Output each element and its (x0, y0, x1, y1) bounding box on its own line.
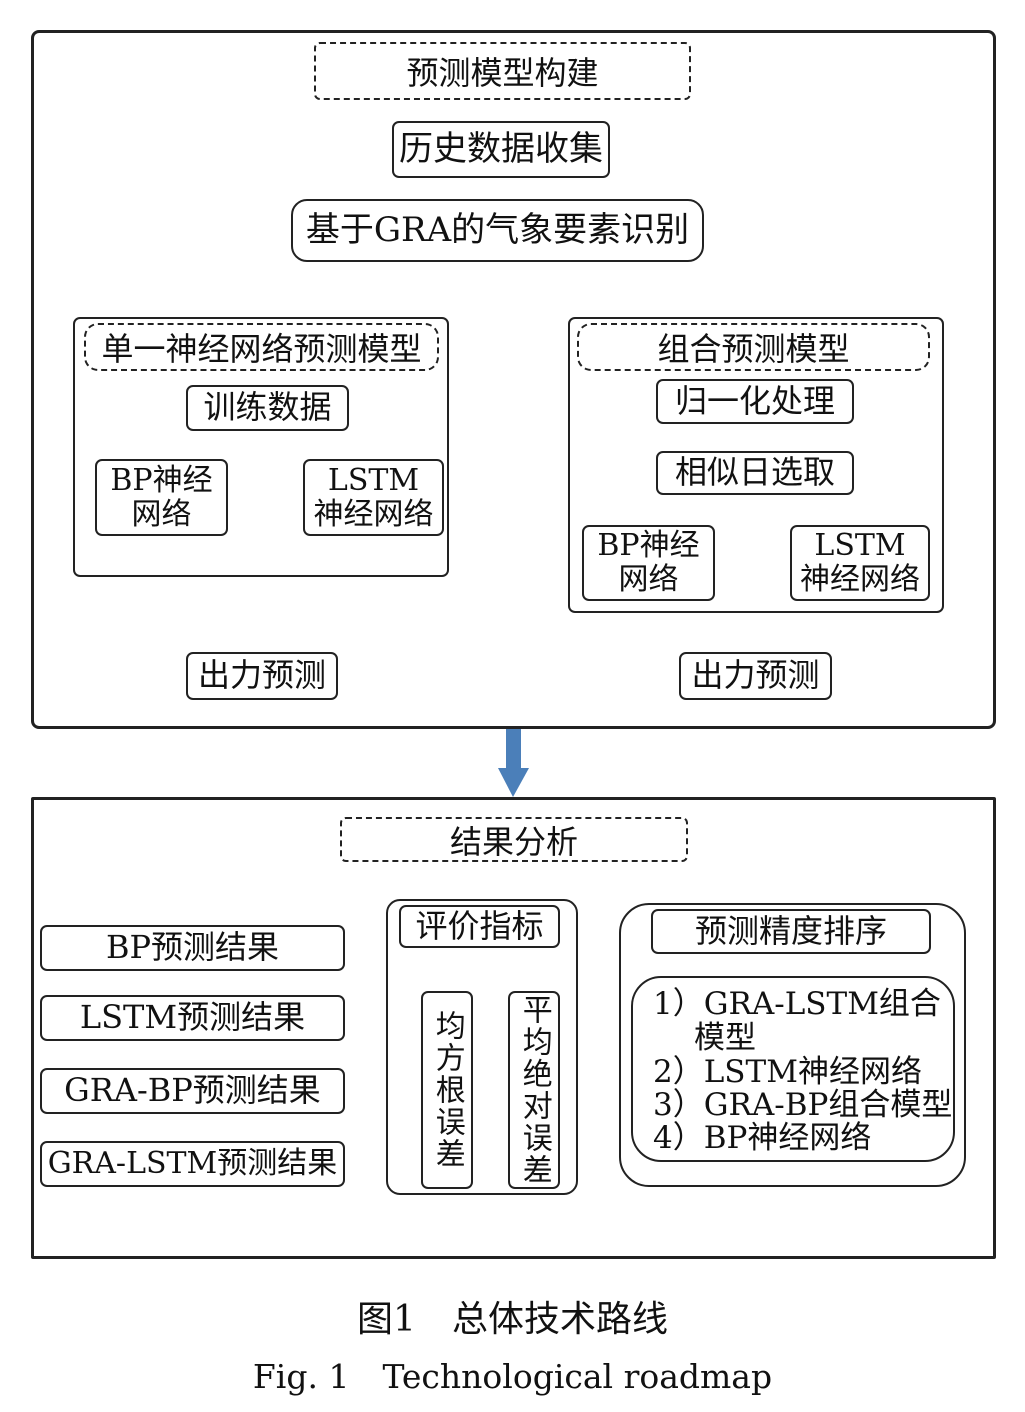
lstm-network-single-box: LSTM 神经网络 (303, 459, 444, 536)
ranking-item-1: 1）GRA-LSTM组合 (653, 986, 941, 1022)
combo-output-box: 出力预测 (679, 652, 832, 700)
history-data-box: 历史数据收集 (392, 121, 610, 178)
similar-day-box: 相似日选取 (656, 451, 854, 495)
bottom-section-title: 结果分析 (340, 817, 688, 862)
rmse-label: 均方根误差 (429, 1010, 465, 1170)
mae-box: 平均绝对误差 (508, 991, 560, 1189)
rmse-box: 均方根误差 (421, 991, 473, 1189)
ranking-title: 预测精度排序 (651, 909, 931, 954)
metrics-title: 评价指标 (399, 905, 560, 948)
lstm-single-line1: LSTM (327, 462, 420, 498)
lstm-combo-line2: 神经网络 (800, 562, 920, 597)
ranking-item-1-cont: 模型 (694, 1020, 756, 1056)
training-data-box: 训练数据 (186, 385, 349, 431)
ranking-item-4: 4）BP神经网络 (653, 1120, 872, 1156)
ranking-item-2: 2）LSTM神经网络 (653, 1054, 922, 1090)
top-section-title: 预测模型构建 (314, 42, 691, 100)
thick-arrow-sections-head (498, 768, 529, 797)
figure-caption-en: Fig. 1 Technological roadmap (252, 1357, 773, 1396)
result-box-lstm: LSTM预测结果 (40, 995, 345, 1041)
result-box-bp: BP预测结果 (40, 925, 345, 971)
normalization-box: 归一化处理 (656, 379, 854, 424)
figure-caption-cn: 图1 总体技术路线 (357, 1299, 668, 1340)
single-output-box: 出力预测 (186, 652, 338, 700)
thick-arrow-sections-shaft (506, 729, 521, 771)
mae-label: 平均绝对误差 (516, 994, 552, 1186)
lstm-network-combo-box: LSTM 神经网络 (790, 525, 930, 601)
gra-identification-box: 基于GRA的气象要素识别 (291, 199, 704, 262)
lstm-single-line2: 神经网络 (313, 496, 434, 532)
single-model-title: 单一神经网络预测模型 (84, 323, 439, 371)
ranking-item-3: 3）GRA-BP组合模型 (653, 1087, 953, 1123)
result-box-gra-bp: GRA-BP预测结果 (40, 1068, 345, 1114)
bp-network-single-box: BP神经网络 (95, 459, 228, 536)
ranking-list-box (631, 976, 955, 1162)
bp-network-combo-box: BP神经网络 (582, 525, 715, 601)
lstm-combo-line1: LSTM (814, 528, 906, 564)
result-box-gra-lstm: GRA-LSTM预测结果 (40, 1141, 345, 1187)
combo-model-title: 组合预测模型 (577, 323, 930, 371)
